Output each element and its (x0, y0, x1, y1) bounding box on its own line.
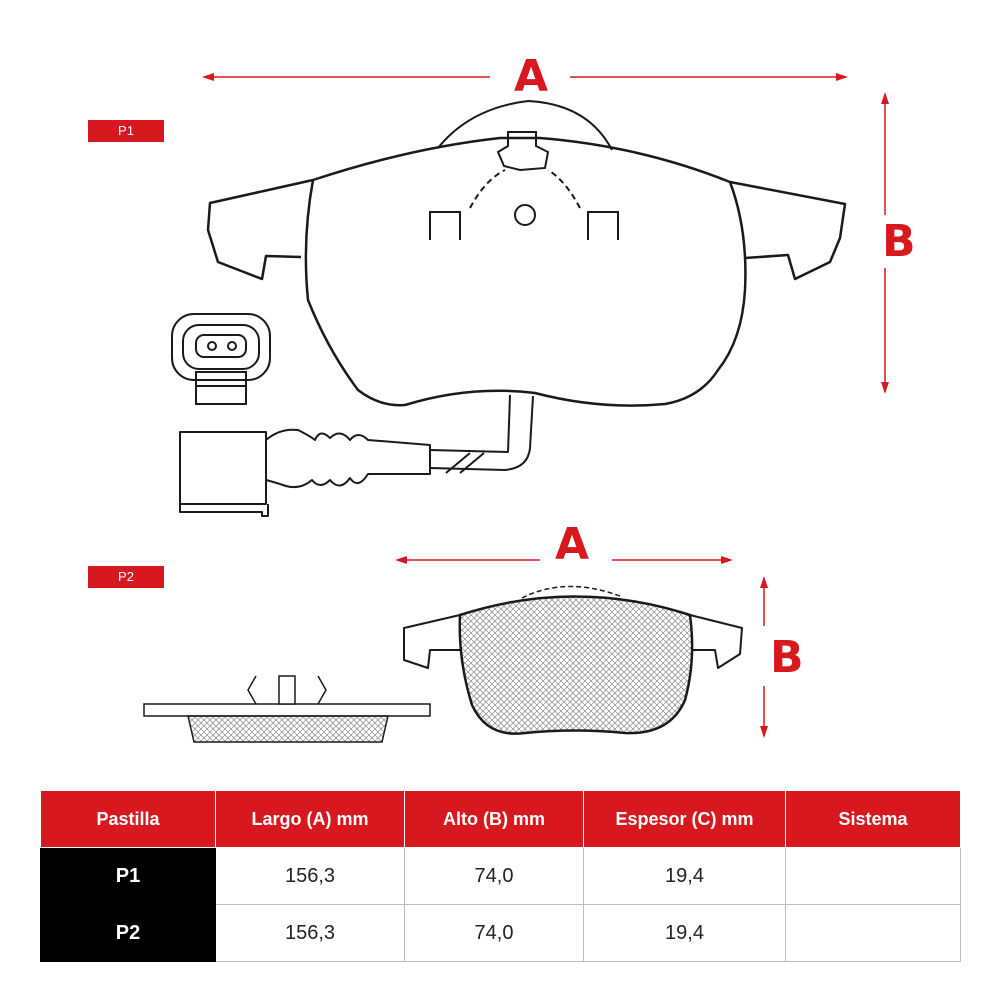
p1-pad-outline (206, 100, 847, 407)
header-sistema: Sistema (785, 790, 961, 848)
p1-dimension-a-label: A (514, 51, 549, 102)
cell-pastilla: P1 (40, 847, 216, 905)
spec-table: Pastilla Largo (A) mm Alto (B) mm Espeso… (40, 790, 961, 962)
cell-largo: 156,3 (215, 904, 405, 962)
p1-dimension-a-arrow (202, 73, 848, 81)
header-alto: Alto (B) mm (404, 790, 584, 848)
table-row: P2 156,3 74,0 19,4 (40, 904, 961, 962)
p1-pad-details (429, 131, 619, 240)
p2-pad-side-view (143, 675, 431, 743)
table-row: P1 156,3 74,0 19,4 (40, 847, 961, 905)
p1-dimension-b-label: B (882, 216, 916, 267)
cell-sistema (785, 904, 961, 962)
cell-sistema (785, 847, 961, 905)
p2-dimension-b-label: B (770, 632, 804, 683)
p1-sensor-connector-icon (171, 313, 271, 405)
cell-alto: 74,0 (404, 847, 584, 905)
p2-dimension-b-arrow (760, 576, 768, 738)
header-largo: Largo (A) mm (215, 790, 405, 848)
cell-largo: 156,3 (215, 847, 405, 905)
p2-pad-outline (403, 585, 743, 735)
cell-pastilla: P2 (40, 904, 216, 962)
p1-tag: P1 (88, 120, 164, 142)
p1-dimension-b-arrow (881, 92, 889, 394)
cell-espesor: 19,4 (583, 847, 786, 905)
p2-dimension-a-arrow (395, 556, 733, 564)
header-pastilla: Pastilla (40, 790, 216, 848)
header-espesor: Espesor (C) mm (583, 790, 786, 848)
p2-tag: P2 (88, 566, 164, 588)
brake-pad-diagram (143, 73, 889, 743)
cell-alto: 74,0 (404, 904, 584, 962)
p1-wear-sensor-cable (179, 394, 534, 517)
table-header-row: Pastilla Largo (A) mm Alto (B) mm Espeso… (40, 790, 961, 848)
p2-dimension-a-label: A (555, 519, 590, 570)
cell-espesor: 19,4 (583, 904, 786, 962)
